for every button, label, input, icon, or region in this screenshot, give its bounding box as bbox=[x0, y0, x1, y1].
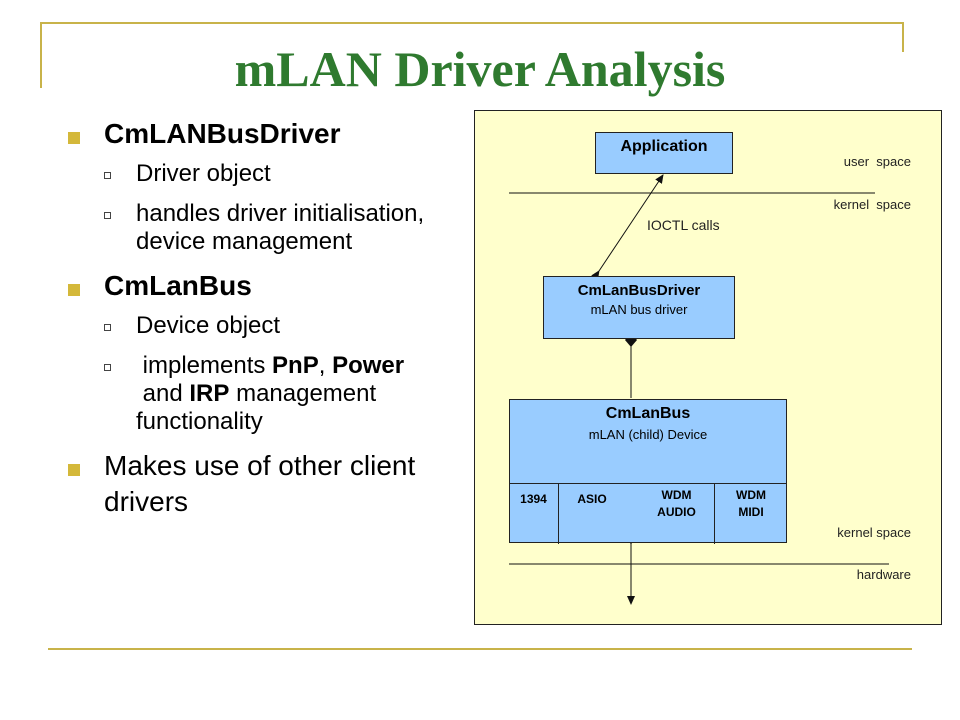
busdriver-box: CmLanBusDriver mLAN bus driver bbox=[543, 276, 735, 339]
hollow-square-bullet-icon bbox=[104, 324, 111, 331]
user-space-label: user space bbox=[843, 154, 911, 169]
sub-bullet-implements: implements PnP, Power and IRP management… bbox=[64, 352, 464, 436]
frame-top-line bbox=[40, 22, 904, 24]
bullet-cmlanbusdriver: CmLANBusDriver bbox=[64, 116, 464, 152]
frame-bottom-line bbox=[48, 648, 912, 650]
bullet-makes-use: Makes use of other client drivers bbox=[64, 448, 464, 520]
bullet-list: CmLANBusDriver Driver object handles dri… bbox=[64, 116, 464, 528]
ioctl-arrow bbox=[591, 174, 664, 280]
slide-title: mLAN Driver Analysis bbox=[234, 41, 726, 97]
sub-bullet-device-object: Device object bbox=[64, 312, 464, 340]
square-bullet-icon bbox=[68, 284, 80, 296]
cell-1394: 1394 bbox=[509, 484, 559, 544]
ioctl-label: IOCTL calls bbox=[647, 217, 720, 233]
hollow-square-bullet-icon bbox=[104, 172, 111, 179]
kernel-space-top-label: kernel space bbox=[833, 197, 911, 212]
sub-bullet-driver-object: Driver object bbox=[64, 160, 464, 188]
architecture-diagram: Application user space kernel space IOCT… bbox=[474, 110, 942, 625]
bus-box: CmLanBus mLAN (child) Device 1394 ASIO W… bbox=[509, 399, 787, 544]
connector-lines bbox=[509, 174, 889, 605]
hardware-label: hardware bbox=[856, 567, 911, 582]
bullet-cmlanbus: CmLanBus bbox=[64, 268, 464, 304]
sub-bullet-handles: handles driver initialisation, device ma… bbox=[64, 200, 464, 256]
square-bullet-icon bbox=[68, 464, 80, 476]
frame-left-line bbox=[40, 22, 42, 88]
cell-asio: ASIO bbox=[577, 492, 607, 506]
square-bullet-icon bbox=[68, 132, 80, 144]
frame-right-line bbox=[902, 22, 904, 52]
hollow-square-bullet-icon bbox=[104, 364, 111, 371]
application-box: Application bbox=[595, 132, 733, 174]
kernel-space-bottom-label: kernel space bbox=[837, 525, 911, 540]
hollow-square-bullet-icon bbox=[104, 212, 111, 219]
